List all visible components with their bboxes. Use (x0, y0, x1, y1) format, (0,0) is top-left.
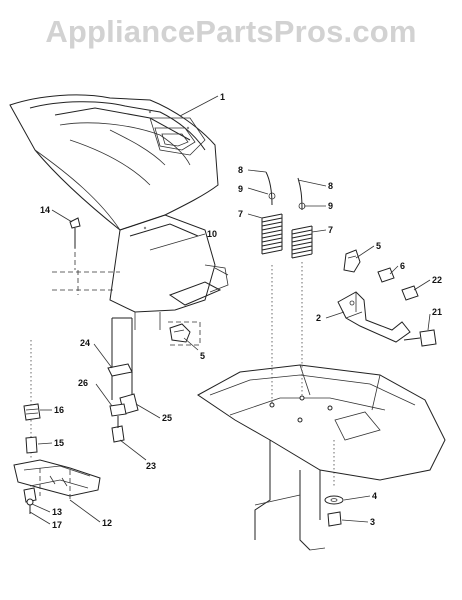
callout-14: 14 (40, 205, 50, 215)
part-rod-left (265, 171, 276, 206)
part-spring-7-left (261, 213, 283, 255)
part-rod-right (297, 177, 306, 211)
part-frame-chassis (197, 364, 446, 551)
watermark-text: AppliancePartsPros.com (45, 14, 417, 49)
callout-6: 6 (400, 261, 405, 271)
callout-5a: 5 (376, 241, 381, 251)
callout-25: 25 (162, 413, 172, 423)
callout-12: 12 (102, 518, 112, 528)
part-bolt-21 (403, 329, 437, 347)
callout-8b: 8 (328, 181, 333, 191)
callout-5b: 5 (200, 351, 205, 361)
callout-2: 2 (316, 313, 321, 323)
part-clip-5-right (343, 249, 361, 273)
callout-22: 22 (432, 275, 442, 285)
callout-10: 10 (207, 229, 217, 239)
hidden-lines-left (52, 228, 201, 346)
callout-7a: 7 (238, 209, 243, 219)
part-dash-panel (109, 214, 229, 330)
callout-4: 4 (372, 491, 377, 501)
callout-8a: 8 (238, 165, 243, 175)
callout-1: 1 (220, 92, 225, 102)
part-clip-5-left (169, 323, 191, 343)
part-spring-7-right (291, 225, 313, 259)
callout-7b: 7 (328, 225, 333, 235)
callout-16: 16 (54, 405, 64, 415)
callout-15: 15 (54, 438, 64, 448)
callout-3: 3 (370, 517, 375, 527)
part-nut-6 (377, 267, 395, 283)
part-screw-14 (69, 217, 81, 248)
callout-23: 23 (146, 461, 156, 471)
part-steering-shaft (107, 317, 139, 443)
callout-24: 24 (80, 338, 90, 348)
callout-13: 13 (52, 507, 62, 517)
part-bolt-3 (327, 511, 342, 527)
callout-21: 21 (432, 307, 442, 317)
part-bracket-2 (337, 291, 411, 343)
callout-labels: 1 8 8 9 9 7 7 14 10 5 6 22 2 21 5 24 26 … (40, 92, 442, 530)
part-housing-upper (9, 94, 219, 231)
part-hardware-13-17 (26, 498, 34, 514)
leader-lines (29, 95, 431, 525)
callout-17: 17 (52, 520, 62, 530)
callout-9b: 9 (328, 201, 333, 211)
dotted-centerlines (30, 262, 335, 488)
part-washer-4 (324, 495, 344, 505)
part-bushing-16 (23, 403, 41, 421)
part-spacer-15 (25, 436, 38, 454)
part-nut-22 (401, 285, 419, 301)
callout-9a: 9 (238, 184, 243, 194)
callout-26: 26 (78, 378, 88, 388)
part-gear-bracket-12 (13, 459, 101, 503)
